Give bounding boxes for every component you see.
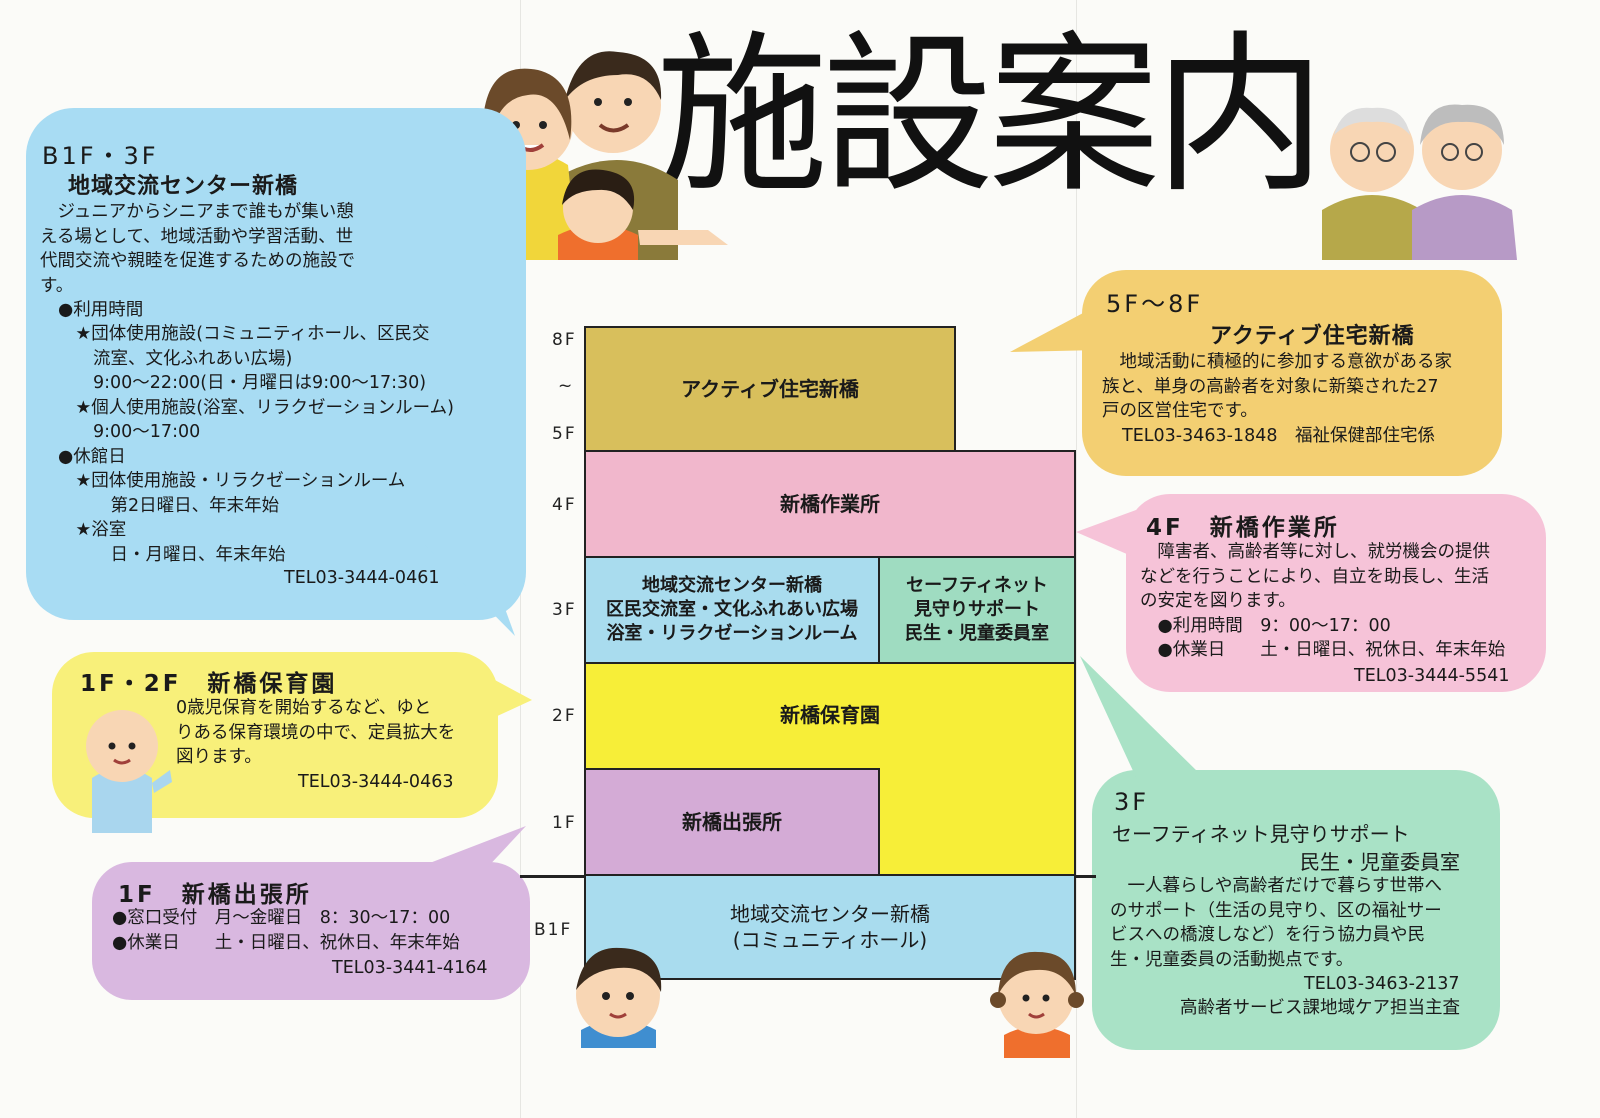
bubble-workshop-tel: TEL03-3444-5541: [1354, 666, 1510, 686]
floor-label-1f: 1F: [552, 813, 577, 833]
bubble-center-hours-head: ●利用時間: [58, 300, 144, 320]
floor-safety: セーフティネット 見守りサポート 民生・児童委員室: [878, 556, 1076, 664]
floor-workshop: 新橋作業所: [584, 450, 1076, 558]
floor-label-range: ~: [558, 376, 575, 396]
fold-line: [1076, 0, 1077, 1118]
bubble-nursery-tel: TEL03-3444-0463: [298, 772, 454, 792]
grandparents-illustration: [1322, 104, 1517, 260]
bubble-workshop-body: 障害者、高齢者等に対し、就労機会の提供 などを行うことにより、自立を助長し、生活…: [1140, 542, 1506, 661]
bubble-nursery-floor: 1F・2F 新橋保育園: [80, 671, 338, 697]
bubble-branch-tel: TEL03-3441-4164: [332, 958, 488, 978]
floor-label-8f: 8F: [552, 330, 577, 350]
bubble-active-body: 地域活動に積極的に参加する意欲がある家 族と、単身の高齢者を対象に新築された27…: [1102, 352, 1452, 422]
bubble-branch-body: ●窓口受付 月〜金曜日 8：30〜17：00 ●休業日 土・日曜日、祝休日、年末…: [112, 908, 460, 953]
bubble-safety-dept: 高齢者サービス課地域ケア担当主査: [1180, 998, 1460, 1018]
bubble-workshop-floor: 4F 新橋作業所: [1146, 515, 1340, 541]
floor-label-5f: 5F: [552, 424, 577, 444]
bubble-active-floor: 5F〜8F: [1106, 290, 1204, 318]
bubble-center-body: ジュニアからシニアまで誰もが集い憩 える場として、地域活動や学習活動、世 代間交…: [40, 202, 355, 296]
bubble-center-hours-body: ★団体使用施設(コミュニティホール、区民交 流室、文化ふれあい広場) 9:00〜…: [75, 324, 454, 443]
girl-illustration: [990, 951, 1084, 1058]
floor-active: アクティブ住宅新橋: [584, 326, 956, 452]
bubble-center-floor: B1F・3F: [42, 142, 159, 170]
page-title: 施設案内: [656, 15, 1326, 216]
floor-label-2f: 2F: [552, 706, 577, 726]
bubble-active-tel: TEL03-3463-1848 福祉保健部住宅係: [1122, 426, 1435, 446]
floor-basement: 地域交流センター新橋 (コミュニティホール): [584, 876, 1076, 980]
baby-illustration: [86, 710, 172, 833]
floor-label-b1f: B1F: [534, 920, 573, 940]
bubble-center-tel: TEL03-3444-0461: [284, 568, 440, 588]
bubble-safety-body: 一人暮らしや高齢者だけで暮らす世帯へ のサポート（生活の見守り、区の福祉サー ビ…: [1110, 876, 1442, 970]
floor-label-3f: 3F: [552, 600, 577, 620]
bubble-safety-tel: TEL03-3463-2137: [1304, 974, 1460, 994]
boy-illustration: [576, 947, 662, 1048]
bubble-safety-floor: 3F: [1114, 788, 1150, 816]
bubble-branch-floor: 1F 新橋出張所: [118, 882, 312, 908]
bubble-center-closed-body: ★団体使用施設・リラクゼーションルーム 第2日曜日、年末年始 ★浴室 日・月曜日…: [75, 471, 406, 565]
bubble-center-name: 地域交流センター新橋: [68, 174, 299, 199]
bubble-nursery-body: 0歳児保育を開始するなど、ゆと りある保育環境の中で、定員拡大を 図ります。: [176, 698, 456, 768]
bubble-safety-name2: 民生・児童委員室: [1300, 850, 1460, 874]
bubble-center-closed-head: ●休館日: [58, 447, 126, 467]
bubble-active-name: アクティブ住宅新橋: [1210, 324, 1415, 349]
floor-label-4f: 4F: [552, 495, 577, 515]
floor-branch: 新橋出張所: [584, 768, 880, 876]
floor-center-3f: 地域交流センター新橋 区民交流室・文化ふれあい広場 浴室・リラクゼーションルーム: [584, 556, 880, 664]
bubble-safety-name1: セーフティネット見守りサポート: [1112, 822, 1410, 846]
